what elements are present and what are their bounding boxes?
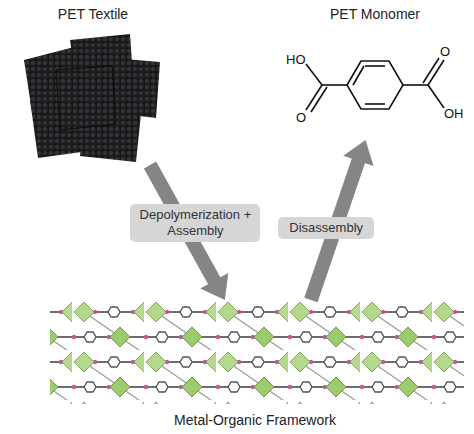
atom-label: HO — [286, 52, 306, 67]
edge-label: Disassembly — [278, 217, 374, 239]
node-heading: PET Textile — [18, 6, 168, 22]
diagram-node: Metal-Organic Framework — [40, 300, 470, 432]
node-heading: PET Monomer — [280, 6, 470, 22]
arrow-head — [200, 273, 228, 300]
edge-label: Depolymerization + Assembly — [130, 204, 260, 242]
atom-label: O — [440, 44, 450, 59]
terephthalic-acid-structure — [306, 58, 444, 112]
textile-photo — [24, 34, 160, 162]
diagram-node: PET Monomer — [280, 0, 470, 140]
atom-label: O — [296, 110, 306, 125]
atom-label: OH — [444, 106, 464, 121]
node-heading: Metal-Organic Framework — [40, 412, 470, 428]
diagram-node: PET Textile — [18, 0, 168, 165]
arrow-head — [343, 140, 373, 166]
mof-lattice — [50, 300, 464, 404]
